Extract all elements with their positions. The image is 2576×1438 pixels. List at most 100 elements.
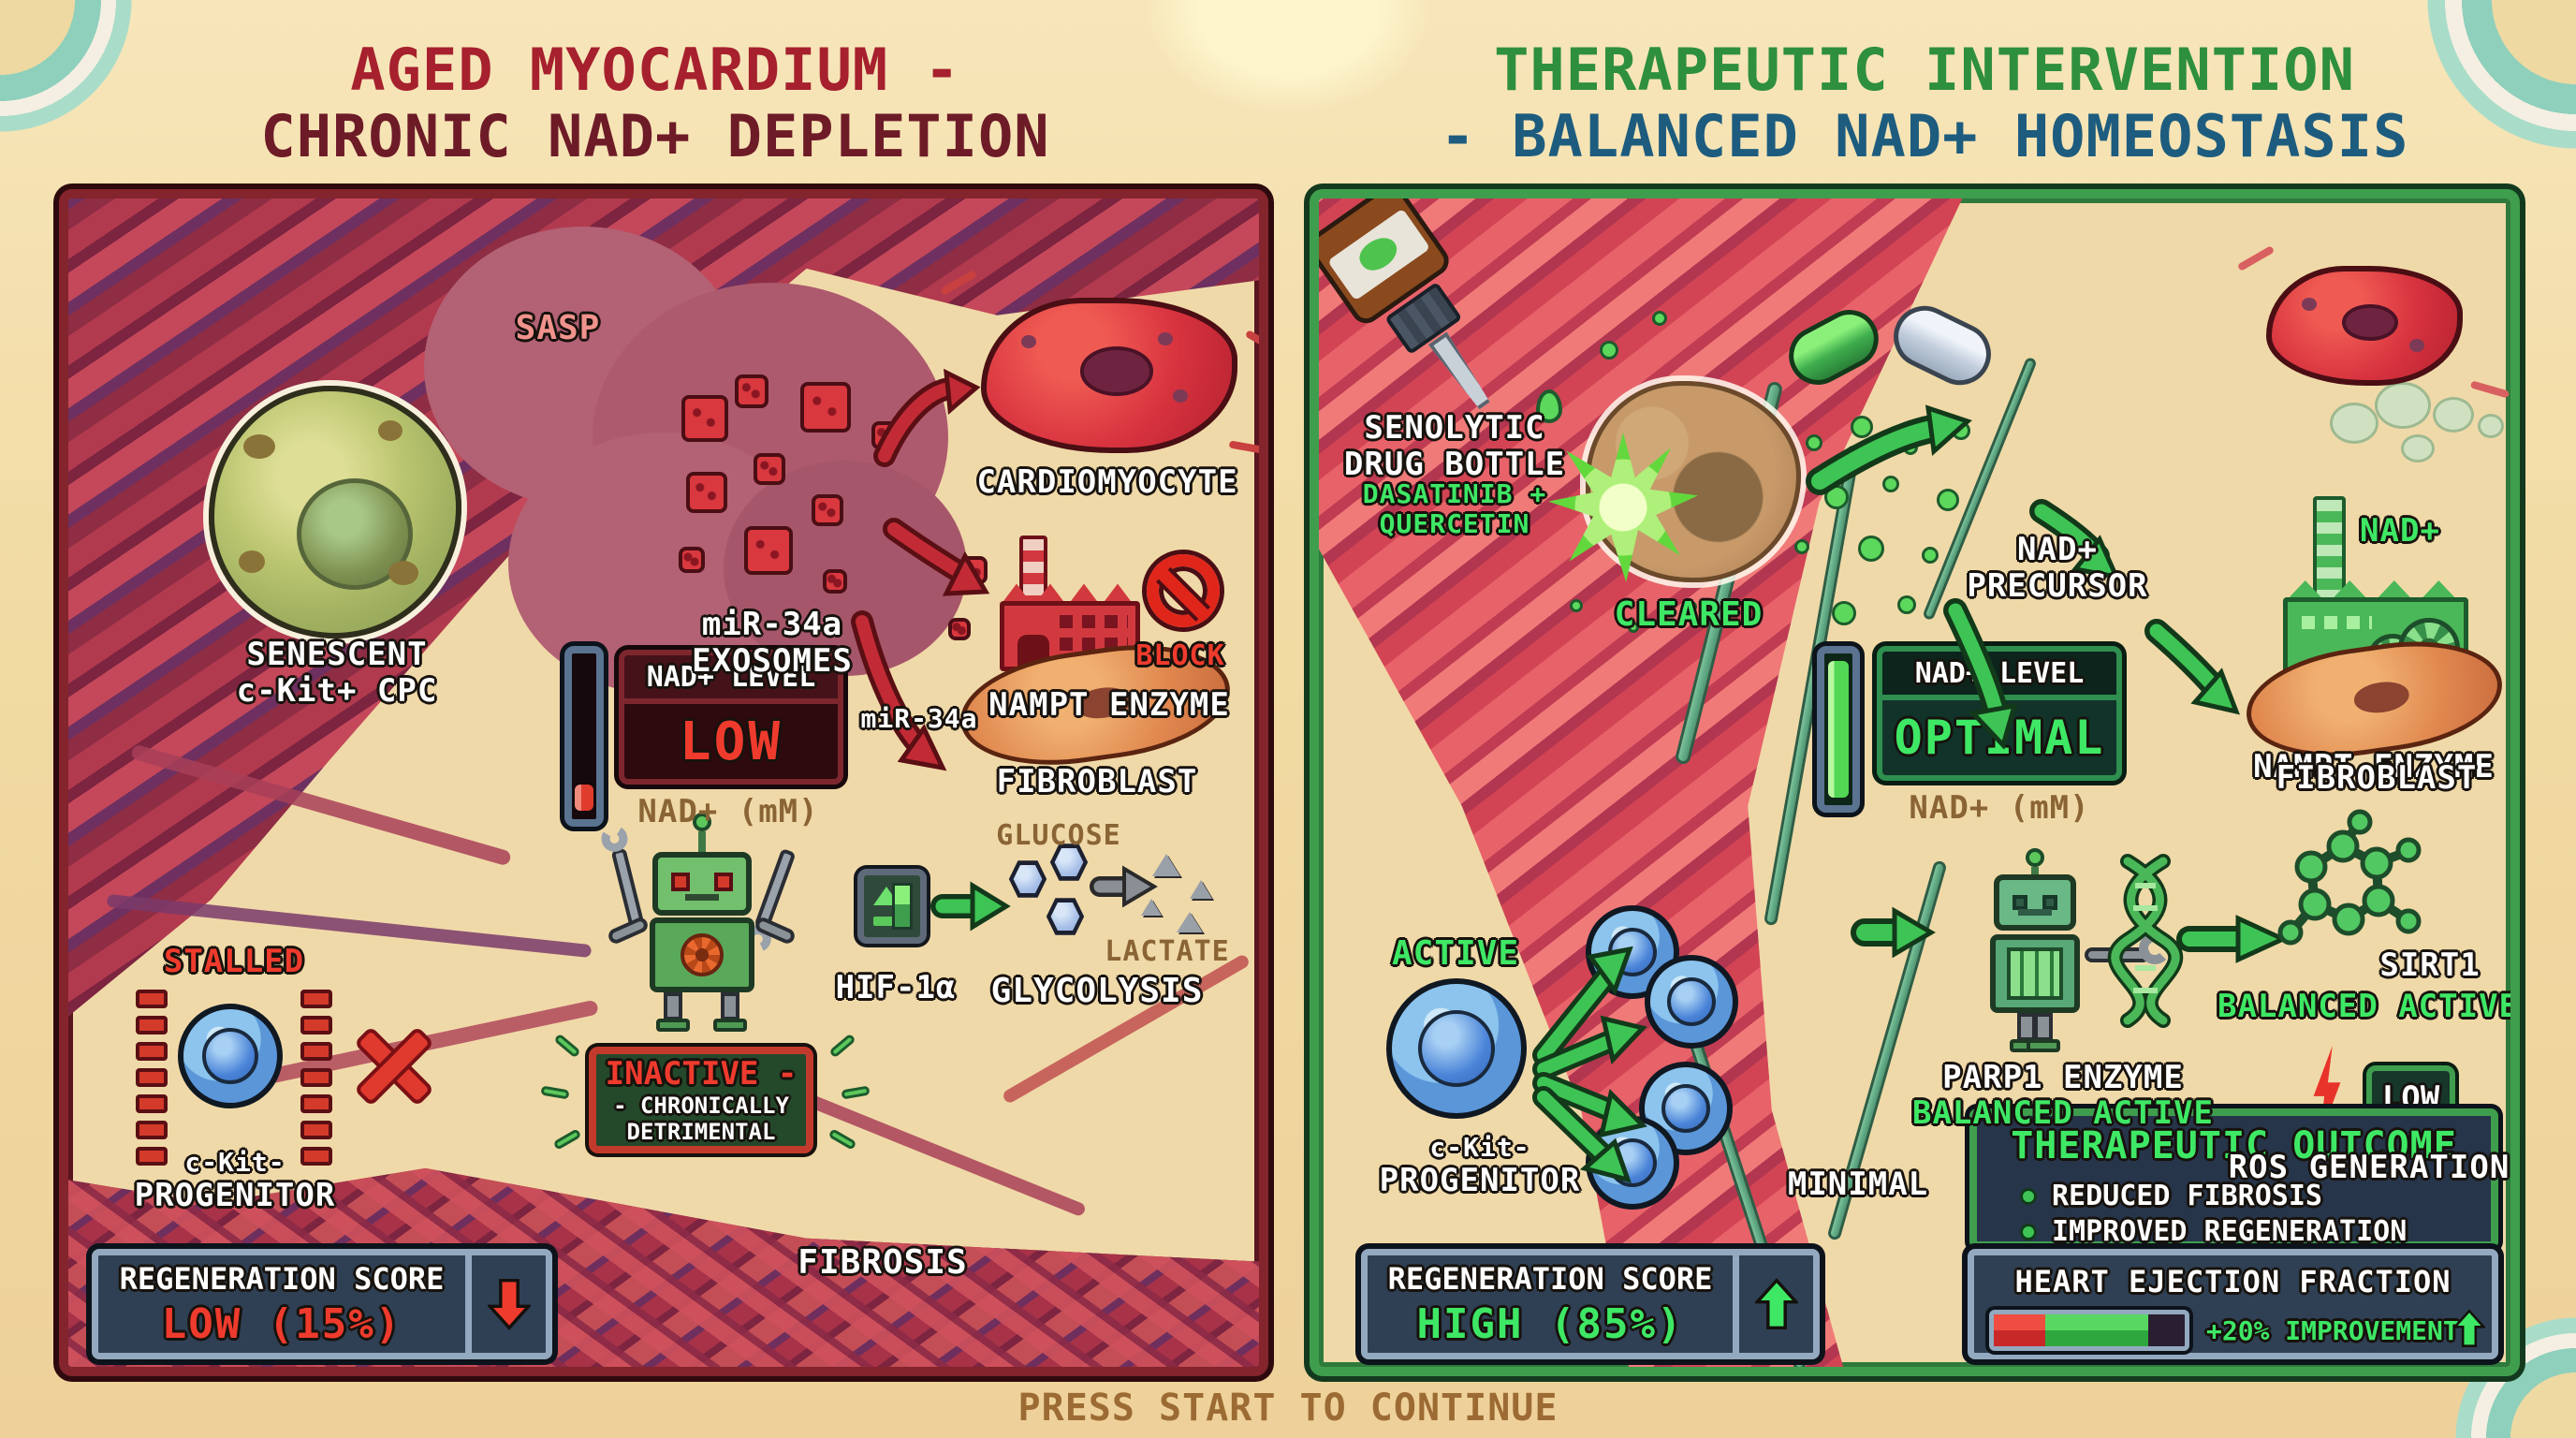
progenitor-cell-icon: [178, 1004, 283, 1108]
hif1a-icon: [857, 869, 927, 944]
arrow-hif-to-glucose: [930, 881, 1011, 932]
minimal-label: MINIMAL: [1787, 1166, 1929, 1203]
sasp-label: SASP: [515, 309, 601, 347]
nampt-enzyme-label: NAMPT ENZYME: [2253, 748, 2495, 785]
cardiomyocyte-label: CARDIOMYOCYTE: [976, 463, 1238, 501]
glucose-hexagon-icon: [1008, 860, 1047, 898]
glycolysis-label: GLYCOLYSIS: [990, 972, 1204, 1010]
exosome-icon: [812, 494, 843, 526]
bar-red-segment: [1994, 1314, 2046, 1346]
parp1-robot-icon: [1969, 843, 2171, 1058]
lactate-triangle-icon: [1141, 899, 1162, 916]
lactate-triangle-icon: [1190, 880, 1212, 899]
dna-helix-icon: [2107, 854, 2184, 1028]
exosome-icon: [823, 569, 847, 594]
fibroblast-label: FIBROBLAST: [996, 763, 1198, 800]
therapeutic-outcome-panel: THERAPEUTIC OUTCOME REDUCED FIBROSIS IMP…: [1969, 1108, 2498, 1249]
glucose-hexagon-icon: [1049, 844, 1089, 881]
progenitor-label: c-Kit- PROGENITOR: [134, 1147, 336, 1214]
arrow-to-sirt1: [2176, 915, 2290, 963]
progenitor-cell-icon: [1386, 978, 1527, 1119]
right-panel-title: THERAPEUTIC INTERVENTION - BALANCED NAD+…: [1440, 36, 2409, 170]
ejection-progress-bar: [1989, 1310, 2189, 1351]
trend-down-icon: [465, 1255, 546, 1353]
nad-level-panel: NAD+ LEVEL LOW: [619, 650, 843, 785]
robot-status-line3: DETRIMENTAL: [626, 1119, 776, 1145]
outcome-bullet-1: REDUCED FIBROSIS: [2020, 1180, 2322, 1212]
robot-status-line1: INACTIVE -: [605, 1055, 798, 1093]
arrow-cleared-to-pills: [1806, 404, 1972, 495]
senescent-cell-icon: [209, 386, 461, 638]
score-title: REGENERATION SCORE: [119, 1260, 445, 1297]
press-start-prompt[interactable]: PRESS START TO CONTINUE: [1017, 1387, 1559, 1430]
regeneration-score-panel: REGENERATION SCORE LOW (15%): [92, 1249, 552, 1359]
trend-up-icon: [1733, 1255, 1813, 1353]
regeneration-score-panel: REGENERATION SCORE HIGH (85%): [1361, 1249, 1820, 1359]
aged-myocardium-panel: SASP SENESCENT c-Kit+ CPC miR-34a EXOSOM…: [59, 189, 1268, 1376]
ejection-title: HEART EJECTION FRACTION: [2014, 1264, 2452, 1299]
bullet-dot-icon: [2020, 1223, 2037, 1240]
stall-bar-icon: [136, 990, 168, 1166]
lactate-triangle-icon: [1152, 854, 1180, 876]
sirt1-molecule-icon: [2277, 809, 2422, 946]
nad-level-title: NAD+ LEVEL: [646, 660, 816, 694]
mir34a-arrow-label: miR-34a: [860, 703, 978, 734]
bullet-dot-icon: [2020, 1187, 2037, 1205]
active-label: ACTIVE: [1391, 934, 1520, 973]
stalled-label: STALLED: [163, 943, 305, 980]
proliferation-arrows: [1532, 946, 1647, 1183]
nad-level-value: LOW: [679, 711, 783, 772]
gear-icon: [680, 933, 724, 976]
block-label: BLOCK: [1135, 639, 1225, 672]
nad-level-gauge: [1817, 646, 1860, 813]
nad-unit-label: NAD+ (mM): [1909, 789, 2090, 827]
nad-product-label: NAD+: [2360, 512, 2440, 550]
lactate-triangle-icon: [1177, 912, 1203, 932]
drug-drop-icon: [1536, 389, 1562, 423]
parp1-robot-icon: [598, 807, 798, 1041]
nampt-enzyme-label: NAMPT ENZYME: [988, 686, 1230, 724]
left-panel-title: AGED MYOCARDIUM - CHRONIC NAD+ DEPLETION: [260, 36, 1050, 170]
exosome-icon: [686, 472, 727, 513]
drug-names-label: DASATINIB + QUERCETIN: [1362, 478, 1547, 539]
outcome-bullet-2: IMPROVED REGENERATION: [2020, 1215, 2407, 1248]
parp1-label: PARP1 ENZYME: [1942, 1059, 2184, 1096]
nad-unit-label: NAD+ (mM): [637, 793, 819, 830]
cardiomyocyte-icon: [981, 298, 1237, 453]
sirt1-status-label: BALANCED ACTIVE: [2217, 988, 2520, 1025]
exosome-icon: [754, 453, 785, 485]
nampt-factory-icon: [1000, 536, 1140, 671]
score-title: REGENERATION SCORE: [1387, 1260, 1713, 1297]
cardiomyocyte-icon: [2266, 266, 2463, 386]
lactate-label: LACTATE: [1105, 935, 1230, 968]
parp1-status-label: BALANCED ACTIVE: [1911, 1094, 2215, 1132]
block-prohibition-icon: [1147, 554, 1220, 627]
robot-status-line2: - CHRONICALLY: [613, 1093, 789, 1119]
glucose-hexagon-icon: [1046, 898, 1085, 935]
therapeutic-intervention-panel: SENOLYTIC DRUG BOTTLE DASATINIB + QUERCE…: [1310, 189, 2520, 1376]
senolytic-bottle-label: SENOLYTIC DRUG BOTTLE: [1343, 409, 1566, 483]
exosome-icon: [948, 618, 971, 640]
exosomes-label: miR-34a EXOSOMES: [692, 606, 853, 680]
score-value: LOW (15%): [161, 1299, 402, 1348]
arrow-precursor-to-factory: [2029, 499, 2121, 580]
exosome-icon: [681, 395, 728, 442]
exosome-icon: [800, 382, 851, 433]
cleared-label: CLEARED: [1614, 595, 1764, 634]
robot-status-badge: INACTIVE - - CHRONICALLY DETRIMENTAL: [589, 1047, 813, 1153]
bar-green-segment: [2045, 1314, 2149, 1346]
arrow-to-parp1: [1851, 906, 1936, 959]
screen-icon: [2007, 947, 2063, 1000]
exosome-icon: [735, 374, 768, 408]
glucose-label: GLUCOSE: [996, 819, 1121, 852]
blocked-x-icon: [349, 1019, 439, 1108]
arrow-glucose-to-lactate: [1090, 865, 1158, 908]
daughter-cell-icon: [1645, 955, 1738, 1049]
nad-precursor-label: NAD+ PRECURSOR: [1967, 531, 2148, 605]
arrow-factory-to-fibroblast: [2144, 619, 2240, 715]
senescent-cell-label: SENESCENT c-Kit+ CPC: [236, 636, 438, 710]
score-value: HIGH (85%): [1416, 1299, 1684, 1348]
ejection-value: +20% IMPROVEMENT: [2206, 1315, 2459, 1346]
ros-generation-label: ROS GENERATION: [2228, 1149, 2510, 1186]
